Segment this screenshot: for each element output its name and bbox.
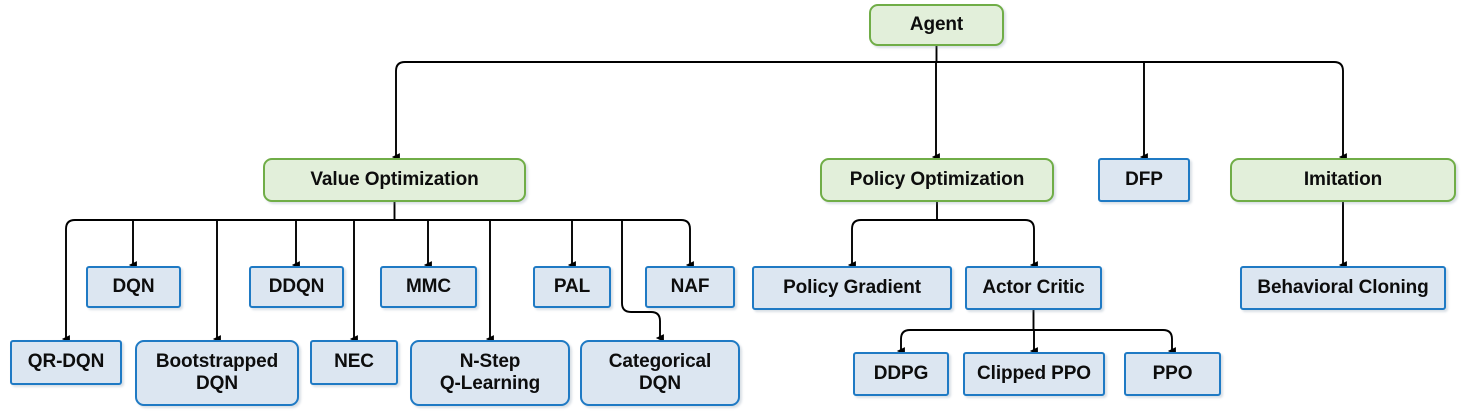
node-policy-opt[interactable]: Policy Optimization bbox=[820, 158, 1054, 202]
node-dqn[interactable]: DQN bbox=[86, 266, 181, 308]
node-clipped-ppo[interactable]: Clipped PPO bbox=[963, 352, 1105, 396]
node-label-qr-dqn: QR-DQN bbox=[27, 351, 105, 373]
node-nec[interactable]: NEC bbox=[310, 340, 398, 385]
node-bootstrapped-dqn[interactable]: Bootstrapped DQN bbox=[135, 340, 299, 406]
edge-rail-value-opt bbox=[65, 219, 691, 230]
node-label-dqn: DQN bbox=[112, 275, 155, 297]
node-label-imitation: Imitation bbox=[1303, 168, 1383, 190]
node-label-naf: NAF bbox=[670, 275, 710, 297]
node-label-dfp: DFP bbox=[1125, 168, 1163, 190]
node-label-bootstrapped-dqn: Bootstrapped DQN bbox=[155, 350, 279, 394]
node-label-ddpg: DDPG bbox=[873, 362, 929, 384]
node-label-value-opt: Value Optimization bbox=[310, 168, 479, 190]
node-label-nec: NEC bbox=[334, 351, 374, 373]
node-mmc[interactable]: MMC bbox=[380, 266, 477, 308]
node-label-mmc: MMC bbox=[405, 275, 452, 297]
node-ddpg[interactable]: DDPG bbox=[853, 352, 949, 396]
node-ppo[interactable]: PPO bbox=[1124, 352, 1221, 396]
edge-rail-agent bbox=[395, 61, 1344, 72]
node-imitation[interactable]: Imitation bbox=[1230, 158, 1456, 202]
node-label-n-step-q: N-Step Q-Learning bbox=[439, 350, 541, 394]
node-label-categorical-dqn: Categorical DQN bbox=[608, 350, 712, 394]
node-label-agent: Agent bbox=[909, 13, 964, 35]
node-policy-gradient[interactable]: Policy Gradient bbox=[752, 266, 952, 310]
node-pal[interactable]: PAL bbox=[533, 266, 611, 308]
edge-rail-policy-opt bbox=[851, 219, 1035, 230]
node-label-actor-critic: Actor Critic bbox=[982, 276, 1085, 298]
node-dfp[interactable]: DFP bbox=[1098, 158, 1190, 202]
node-ddqn[interactable]: DDQN bbox=[249, 266, 344, 308]
edge-rail-actor-critic bbox=[900, 329, 1173, 340]
node-label-behavioral-cloning: Behavioral Cloning bbox=[1257, 276, 1429, 298]
node-naf[interactable]: NAF bbox=[645, 266, 735, 308]
node-actor-critic[interactable]: Actor Critic bbox=[965, 266, 1102, 310]
node-label-policy-opt: Policy Optimization bbox=[849, 168, 1025, 190]
node-behavioral-cloning[interactable]: Behavioral Cloning bbox=[1240, 266, 1446, 310]
node-label-ppo: PPO bbox=[1152, 362, 1193, 384]
node-label-pal: PAL bbox=[553, 275, 591, 297]
node-label-policy-gradient: Policy Gradient bbox=[783, 276, 921, 298]
node-categorical-dqn[interactable]: Categorical DQN bbox=[580, 340, 740, 406]
node-qr-dqn[interactable]: QR-DQN bbox=[10, 340, 122, 385]
node-agent[interactable]: Agent bbox=[869, 4, 1004, 46]
node-n-step-q[interactable]: N-Step Q-Learning bbox=[410, 340, 570, 406]
node-value-opt[interactable]: Value Optimization bbox=[263, 158, 526, 202]
node-label-ddqn: DDQN bbox=[268, 275, 325, 297]
node-label-clipped-ppo: Clipped PPO bbox=[977, 362, 1091, 384]
